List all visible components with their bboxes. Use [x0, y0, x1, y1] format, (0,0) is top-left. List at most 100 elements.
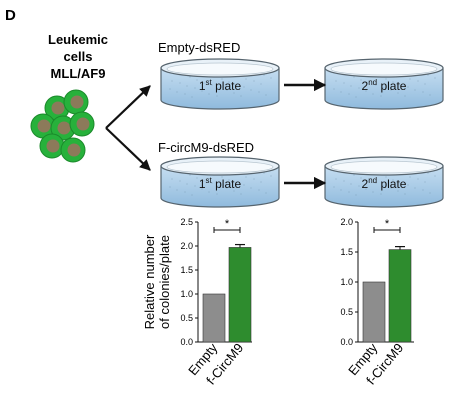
bar-f-circm9	[228, 247, 252, 343]
plate-body	[324, 67, 444, 110]
panel-label: D	[5, 7, 16, 24]
plate-texture-dot	[201, 90, 203, 92]
plate-texture-dot	[218, 87, 220, 89]
plate-texture-dot	[189, 174, 191, 176]
cell-nucleus	[46, 139, 60, 153]
plate-texture-dot	[233, 190, 235, 192]
significance-star: *	[225, 218, 230, 230]
plate-texture-dot	[191, 96, 193, 98]
plate-texture-dot	[397, 92, 399, 94]
plate-texture-dot	[179, 82, 181, 84]
leukemic-cell	[30, 113, 56, 139]
plate-texture-dot	[358, 185, 360, 187]
cell-nucleus	[51, 101, 65, 115]
leukemic-cell	[69, 111, 95, 137]
plate-texture-dot	[340, 91, 342, 93]
plate-word: plate	[377, 79, 407, 93]
plate-texture-dot	[414, 187, 416, 189]
y-tick-label: 1.0	[180, 289, 193, 299]
y-axis-label: Relative number	[142, 234, 157, 329]
plate-texture-dot	[243, 184, 245, 186]
cell-cluster-illustration	[30, 89, 95, 163]
plate-texture-dot	[258, 91, 260, 93]
plate-texture-dot	[385, 78, 387, 80]
arrow-to-empty	[105, 85, 151, 129]
plate-texture-dot	[427, 172, 429, 174]
plate-texture-dot	[179, 180, 181, 182]
plate-texture-dot	[434, 175, 436, 177]
bar-empty	[362, 281, 386, 343]
plate-texture-dot	[348, 191, 350, 193]
plate-texture-dot	[353, 174, 355, 176]
cell-nucleus	[76, 117, 90, 131]
leukemic-cell	[39, 133, 65, 159]
plate-texture-dot	[184, 191, 186, 193]
plate-texture-dot	[265, 192, 267, 194]
plate-texture-dot	[228, 81, 230, 83]
plate-texture-dot	[409, 176, 411, 178]
plate-texture-dot	[243, 86, 245, 88]
plate-texture-dot	[216, 95, 218, 97]
plate-texture-dot	[340, 189, 342, 191]
plate-texture-dot	[365, 90, 367, 92]
plate-texture-dot	[417, 178, 419, 180]
plate-word: plate	[212, 177, 242, 191]
plate-body	[160, 165, 280, 208]
plate-ordinal: 2	[362, 177, 369, 191]
plate-texture-dot	[186, 85, 188, 87]
plate-texture-dot	[260, 83, 262, 85]
plate-texture-dot	[434, 77, 436, 79]
plate-texture-dot	[360, 79, 362, 81]
plate-texture-dot	[258, 189, 260, 191]
plate-texture-dot	[382, 185, 384, 187]
plate-texture-dot	[390, 89, 392, 91]
plate-texture-dot	[404, 95, 406, 97]
plate-texture-dot	[382, 87, 384, 89]
plate-texture-dot	[221, 176, 223, 178]
plate-texture-dot	[429, 192, 431, 194]
plate-texture-dot	[353, 76, 355, 78]
plate-texture-dot	[250, 187, 252, 189]
y-tick-label: 0.5	[340, 307, 353, 317]
plate-empty-1: 1st plate	[160, 58, 280, 110]
plate-texture-dot	[253, 178, 255, 180]
plate-texture-dot	[355, 96, 357, 98]
plate-texture-dot	[203, 180, 205, 182]
plate-texture-dot	[360, 177, 362, 179]
plate-texture-dot	[372, 191, 374, 193]
plate-texture-dot	[343, 180, 345, 182]
plate-texture-dot	[390, 187, 392, 189]
plate-texture-dot	[260, 181, 262, 183]
plate-texture-dot	[171, 80, 173, 82]
y-tick-label: 1.5	[340, 247, 353, 257]
plate-texture-dot	[380, 95, 382, 97]
plate-texture-dot	[250, 89, 252, 91]
plate-texture-dot	[176, 189, 178, 191]
plate-empty-2: 2nd plate	[324, 58, 444, 110]
plate-texture-dot	[397, 190, 399, 192]
plate-texture-dot	[380, 193, 382, 195]
plate-texture-dot	[422, 91, 424, 93]
plate-texture-dot	[176, 91, 178, 93]
plate-texture-dot	[189, 76, 191, 78]
cells-label-line-1: Leukemic	[48, 32, 108, 47]
plate-texture-dot	[245, 176, 247, 178]
cell-nucleus	[37, 119, 51, 133]
plate-texture-dot	[343, 82, 345, 84]
plate-texture-dot	[208, 191, 210, 193]
plate-texture-dot	[171, 178, 173, 180]
plate-texture-dot	[211, 182, 213, 184]
plate-texture-dot	[407, 86, 409, 88]
plate-texture-dot	[226, 187, 228, 189]
plate-texture-dot	[196, 177, 198, 179]
plate-texture-dot	[184, 93, 186, 95]
condition-label-circm9: F-circM9-dsRED	[158, 140, 254, 155]
y-tick-label: 0.0	[180, 337, 193, 347]
significance-star: *	[385, 218, 390, 230]
plate-label: 2nd plate	[362, 176, 407, 191]
plate-texture-dot	[186, 183, 188, 185]
plate-texture-dot	[414, 89, 416, 91]
plate-texture-dot	[169, 88, 171, 90]
